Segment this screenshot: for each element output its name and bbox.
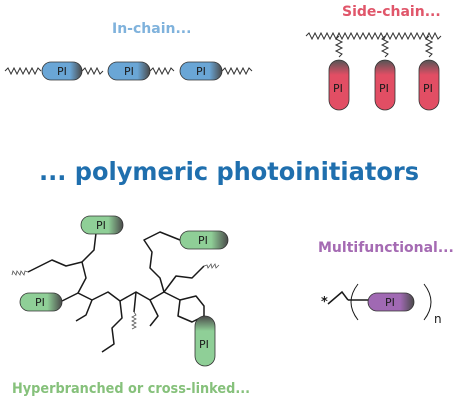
side-chain-label: Side-chain... [342, 4, 441, 20]
multifunctional-pill: PI [367, 292, 415, 312]
pill-label: PI [35, 296, 45, 309]
hyperbranched-pill-top: PI [80, 215, 124, 235]
pill-label: PI [379, 82, 389, 95]
pill-label: PI [124, 65, 134, 78]
side-chain-backbone [305, 31, 442, 58]
hyperbranched-pill-right: PI [179, 230, 229, 250]
hyperbranched-label: Hyperbranched or cross-linked... [12, 381, 250, 397]
side-chain-pill-1: PI [328, 59, 350, 111]
pill-label: PI [96, 219, 106, 232]
multifunctional-subscript: n [434, 312, 442, 326]
multifunctional-structure [327, 283, 432, 321]
in-chain-pill-1: PI [41, 61, 83, 81]
hyperbranched-wavy-ends [11, 263, 220, 330]
pill-label: PI [333, 82, 343, 95]
in-chain-pill-3: PI [179, 61, 223, 81]
in-chain-label: In-chain... [112, 21, 191, 37]
in-chain-pill-2: PI [107, 61, 151, 81]
hyperbranched-pill-left: PI [19, 292, 63, 312]
in-chain-backbone [4, 66, 253, 76]
pill-label: PI [198, 234, 208, 247]
pill-label: PI [57, 65, 67, 78]
multifunctional-label: Multifunctional... [318, 240, 454, 256]
side-chain-pill-3: PI [418, 59, 440, 111]
hyperbranched-network [27, 224, 205, 353]
side-chain-pill-2: PI [374, 59, 396, 111]
multifunctional-star: * [321, 295, 328, 310]
pill-label: PI [385, 296, 395, 309]
hyperbranched-pill-bottom: PI [194, 315, 216, 367]
main-title: ... polymeric photoinitiators [39, 157, 419, 186]
pill-label: PI [423, 82, 433, 95]
pill-label: PI [196, 65, 206, 78]
pill-label: PI [199, 338, 209, 351]
